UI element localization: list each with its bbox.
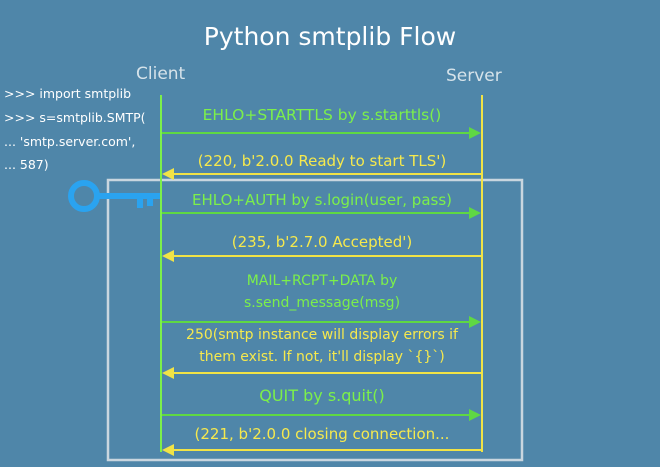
message-arrow [162,409,481,421]
message-label: (235, b'2.7.0 Accepted') [231,233,413,251]
message-arrow [162,207,481,219]
message-label: (221, b'2.0.0 closing connection... [194,425,450,443]
message-arrow [162,168,482,180]
key-icon [68,180,160,212]
message-arrow [162,250,482,262]
message-arrow [162,316,481,328]
code-line: >>> s=smtplib.SMTP( [4,110,146,125]
message-label: them exist. If not, it'll display `{}`) [199,349,445,365]
message-label: EHLO+AUTH by s.login(user, pass) [192,191,452,209]
message-arrow [162,444,482,456]
message-label: (220, b'2.0.0 Ready to start TLS') [197,152,447,170]
message-label: QUIT by s.quit() [259,386,385,405]
tls-session-box [106,178,524,462]
code-line: ... 587) [4,157,49,172]
message-label: 250(smtp instance will display errors if [186,327,458,343]
message-label: MAIL+RCPT+DATA by [246,273,398,289]
server-column-label: Server [446,66,502,86]
client-column-label: Client [136,64,186,84]
message-label: EHLO+STARTTLS by s.starttls() [202,106,442,124]
diagram-title: Python smtplib Flow [203,22,457,51]
message-label: s.send_message(msg) [243,295,401,311]
message-arrow [162,127,481,139]
message-arrow [162,367,482,379]
code-line: ... 'smtp.server.com', [4,134,136,149]
code-line: >>> import smtplib [4,86,132,101]
